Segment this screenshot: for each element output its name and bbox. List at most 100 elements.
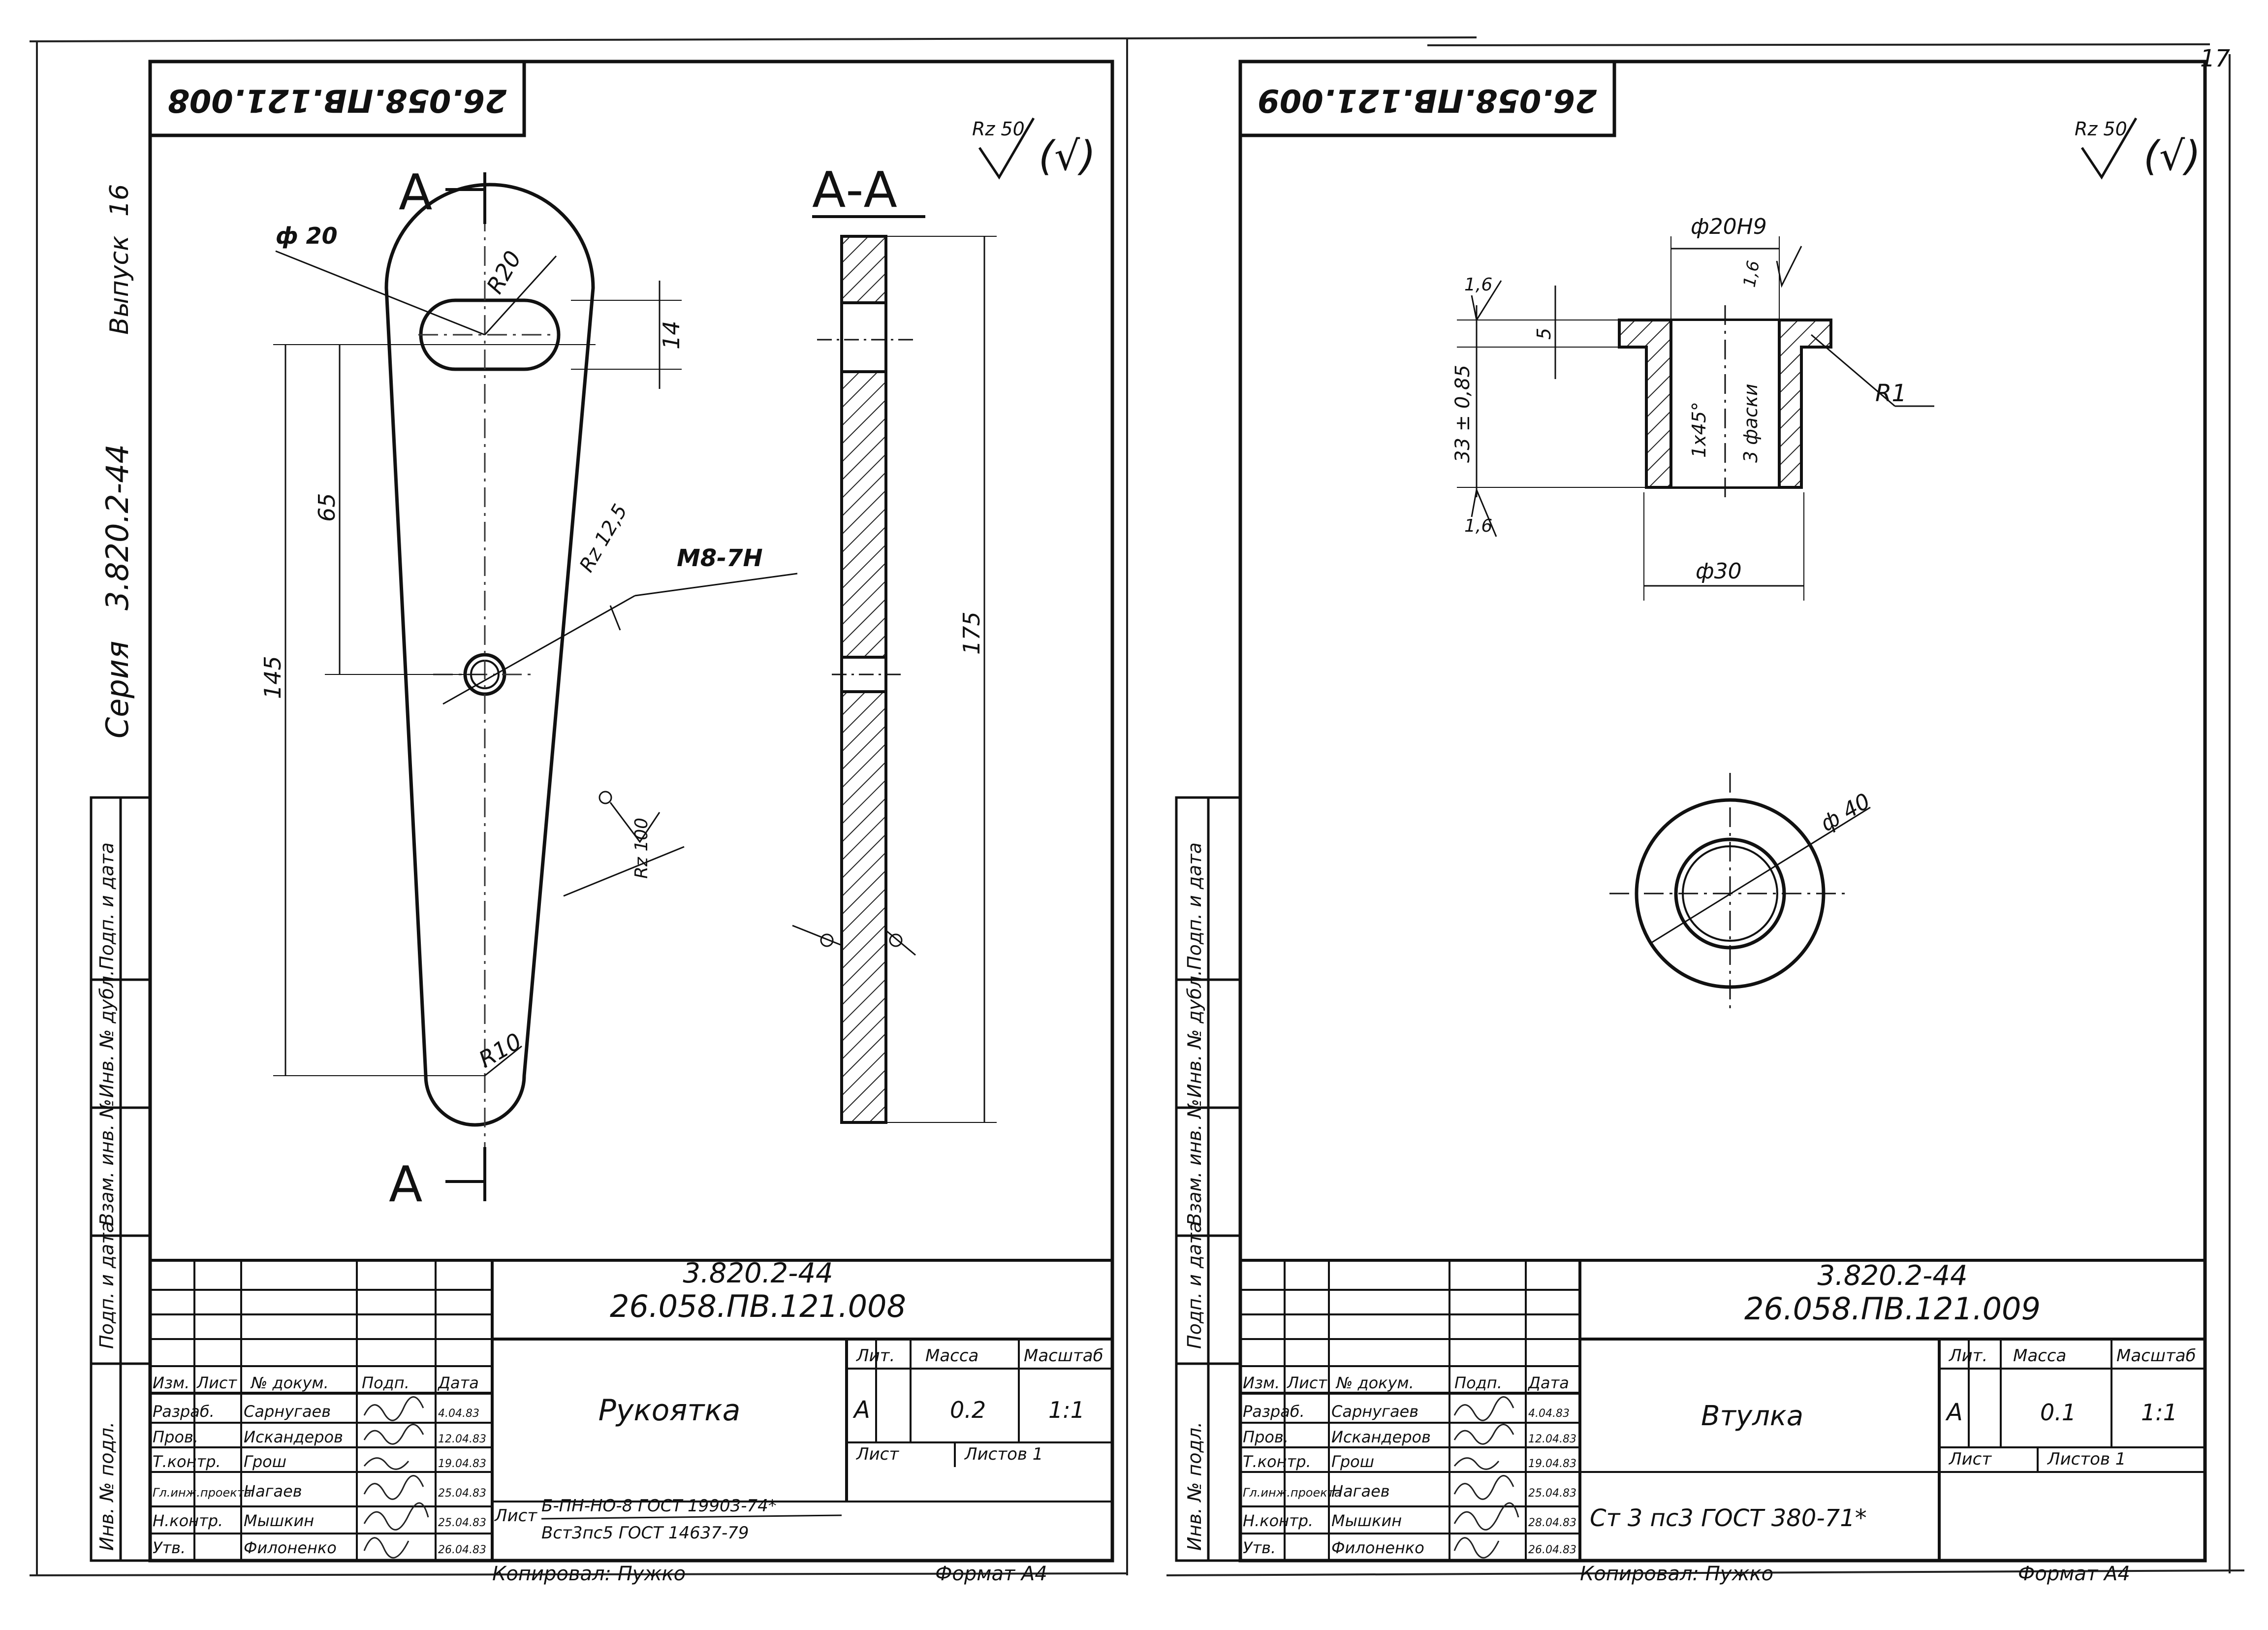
dim-r1: R1: [1875, 380, 1907, 407]
left-name-1: Сарнугаев: [244, 1402, 331, 1421]
right-tb-mat1: Ст 3 пс3 ГОСТ 380-71*: [1590, 1504, 1867, 1532]
dim-d20h9: ф20Н9: [1691, 214, 1767, 239]
right-title-block: [1239, 1259, 2206, 1562]
left-hdr-list: Лист: [196, 1374, 237, 1392]
right-hdr-list: Лист: [1287, 1374, 1327, 1392]
section-marks: [445, 172, 486, 1201]
dim-rz100: Rz 100: [631, 818, 652, 879]
right-role-6: Утв.: [1243, 1538, 1276, 1557]
left-role-4: Гл.инж.проекта: [153, 1486, 251, 1500]
right-stamp-3: Взам. инв. №: [1184, 1099, 1205, 1226]
right-date-3: 19.04.83: [1528, 1458, 1576, 1470]
right-date-5: 28.04.83: [1528, 1517, 1576, 1529]
series-code: 3.820.2-44: [99, 444, 135, 610]
dim-175: 175: [958, 611, 985, 655]
page-frame: [29, 36, 2245, 1576]
left-hdr-sign: Подп.: [362, 1374, 410, 1392]
dim-m8: М8-7Н: [677, 544, 763, 572]
right-role-4: Гл.инж.проекта: [1243, 1486, 1341, 1500]
right-hdr-date: Дата: [1527, 1374, 1569, 1392]
dim-r20: R20: [481, 246, 527, 298]
left-tb-mat1: Б-ПН-НО-8 ГОСТ 19903-74*: [541, 1496, 777, 1516]
right-stamp-1: Инв. № подл.: [1184, 1422, 1205, 1551]
right-hdr-doc: № докум.: [1335, 1374, 1414, 1392]
right-name-4: Нагаев: [1331, 1482, 1390, 1501]
left-stamp-3: Взам. инв. №: [96, 1099, 118, 1226]
left-name-6: Филоненко: [244, 1538, 337, 1557]
dim-33: 33 ± 0,85: [1451, 365, 1474, 463]
right-role-1: Разраб.: [1243, 1402, 1305, 1421]
left-stamp-2: Подп. и дата: [96, 1221, 118, 1349]
left-roughness-other: (√): [1039, 133, 1096, 180]
left-tb-series: 3.820.2-44: [683, 1257, 833, 1289]
right-name-2: Искандеров: [1331, 1428, 1431, 1446]
left-tb-lit-label: Лит.: [855, 1346, 895, 1366]
left-hdr-date: Дата: [437, 1374, 479, 1392]
dim-r16a: 1,6: [1464, 275, 1492, 295]
right-signatures: [1453, 1396, 1519, 1559]
left-roughness: Rz 50: [972, 118, 1025, 140]
right-format: Формат А4: [2018, 1563, 2130, 1585]
left-signatures: [363, 1396, 429, 1559]
left-sheet: 26.058.ПВ.121.008 Инв. № подл. Подп. и д…: [90, 60, 1114, 1585]
left-tb-scale: 1:1: [1048, 1397, 1085, 1423]
left-role-5: Н.контр.: [153, 1511, 223, 1530]
section-mark-top: А: [399, 163, 432, 221]
right-side-stamp: [1175, 796, 1242, 1562]
left-stamp-4: Инв. № дубл.: [96, 970, 118, 1098]
right-tb-mass: 0.1: [2040, 1399, 2076, 1426]
right-name-1: Сарнугаев: [1331, 1402, 1418, 1421]
right-role-3: Т.контр.: [1243, 1452, 1311, 1471]
right-tb-lit: А: [1945, 1399, 1963, 1426]
right-tb-name: Втулка: [1701, 1400, 1803, 1432]
section-title: А-А: [812, 161, 897, 219]
right-tb-lit-label: Лит.: [1948, 1346, 1987, 1366]
handle-view: [384, 183, 595, 1127]
right-stamp-4: Инв. № дубл.: [1184, 970, 1205, 1098]
issue-number: 16: [105, 184, 134, 217]
left-date-2: 12.04.83: [438, 1433, 486, 1445]
dim-r16b: 1,6: [1739, 259, 1764, 288]
left-hdr-doc: № докум.: [250, 1374, 329, 1392]
bushing-top-view: [1609, 773, 1871, 1014]
series-label-block: Серия 3.820.2-44 Выпуск 16: [99, 184, 135, 738]
right-roughness: Rz 50: [2075, 118, 2127, 140]
section-mark-bottom: А: [389, 1155, 422, 1213]
dim-5: 5: [1533, 328, 1555, 340]
left-format: Формат А4: [935, 1563, 1047, 1585]
right-tb-sheets: Листов 1: [2047, 1449, 2126, 1469]
right-tb-mass-label: Масса: [2013, 1346, 2066, 1366]
dim-rz125: Rz 12,5: [575, 501, 632, 576]
left-side-stamp: [90, 796, 152, 1562]
right-stamp-5: Подп. и дата: [1184, 842, 1205, 970]
left-tb-name: Рукоятка: [598, 1393, 741, 1428]
left-role-6: Утв.: [153, 1538, 186, 1557]
issue-label: Выпуск: [105, 235, 134, 335]
left-role-1: Разраб.: [153, 1402, 215, 1421]
dim-r16c: 1,6: [1464, 516, 1492, 536]
right-copied-by: Копировал: Пужко: [1580, 1563, 1773, 1585]
left-tb-mass-label: Масса: [925, 1346, 978, 1366]
left-tb-sheet: Лист: [855, 1444, 899, 1464]
left-stamp-1: Инв. № подл.: [96, 1422, 118, 1551]
left-date-6: 26.04.83: [438, 1544, 486, 1556]
dim-145: 145: [259, 656, 286, 699]
left-date-4: 25.04.83: [438, 1487, 486, 1500]
right-date-1: 4.04.83: [1528, 1407, 1570, 1420]
left-tb-scale-label: Масштаб: [1024, 1346, 1103, 1366]
left-stamp-5: Подп. и дата: [96, 842, 118, 970]
right-tb-scale-label: Масштаб: [2116, 1346, 2196, 1366]
left-role-3: Т.контр.: [153, 1452, 221, 1471]
dim-d20: ф 20: [276, 223, 338, 249]
left-name-5: Мышкин: [244, 1511, 314, 1530]
right-stamp-2: Подп. и дата: [1184, 1221, 1205, 1349]
left-tb-code: 26.058.ПВ.121.008: [610, 1288, 906, 1324]
left-name-3: Грош: [244, 1452, 286, 1471]
series-label: Серия: [99, 641, 135, 738]
left-hdr-izm: Изм.: [153, 1374, 189, 1392]
right-tb-code: 26.058.ПВ.121.009: [1744, 1291, 2041, 1327]
right-hdr-izm: Изм.: [1243, 1374, 1280, 1392]
right-tb-scale: 1:1: [2141, 1399, 2177, 1426]
left-top-code: 26.058.ПВ.121.008: [167, 82, 506, 118]
